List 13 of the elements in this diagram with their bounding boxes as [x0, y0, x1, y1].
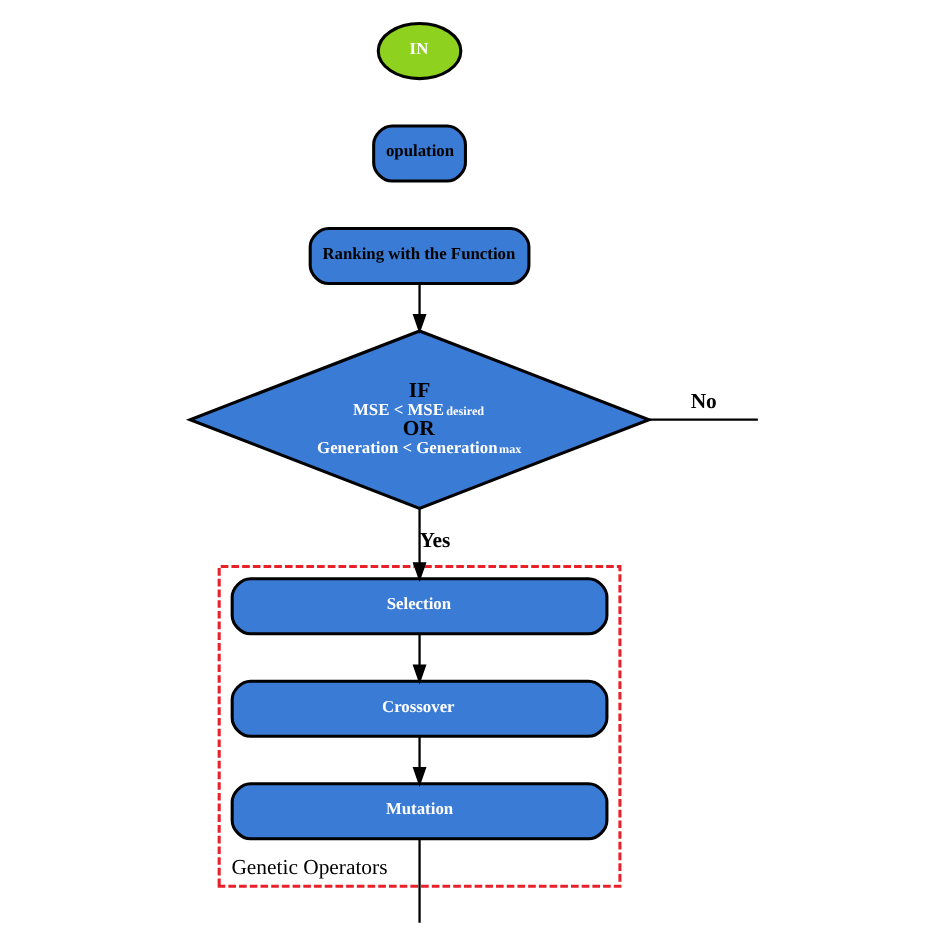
node-box: opulation: [371, 124, 466, 183]
arrow: [411, 736, 426, 787]
node-box: Crossover: [229, 679, 608, 738]
connector: [417, 838, 420, 923]
node-box: Mutation: [229, 782, 608, 841]
arrow: [411, 508, 426, 583]
node-box: Ranking with the Function: [307, 226, 530, 286]
arrow: [411, 284, 426, 334]
edge-label: No: [689, 389, 716, 414]
node-ellipse: IN: [375, 22, 462, 81]
arrow: [411, 633, 426, 685]
connector: [648, 418, 757, 421]
node-box: Selection: [229, 577, 608, 636]
